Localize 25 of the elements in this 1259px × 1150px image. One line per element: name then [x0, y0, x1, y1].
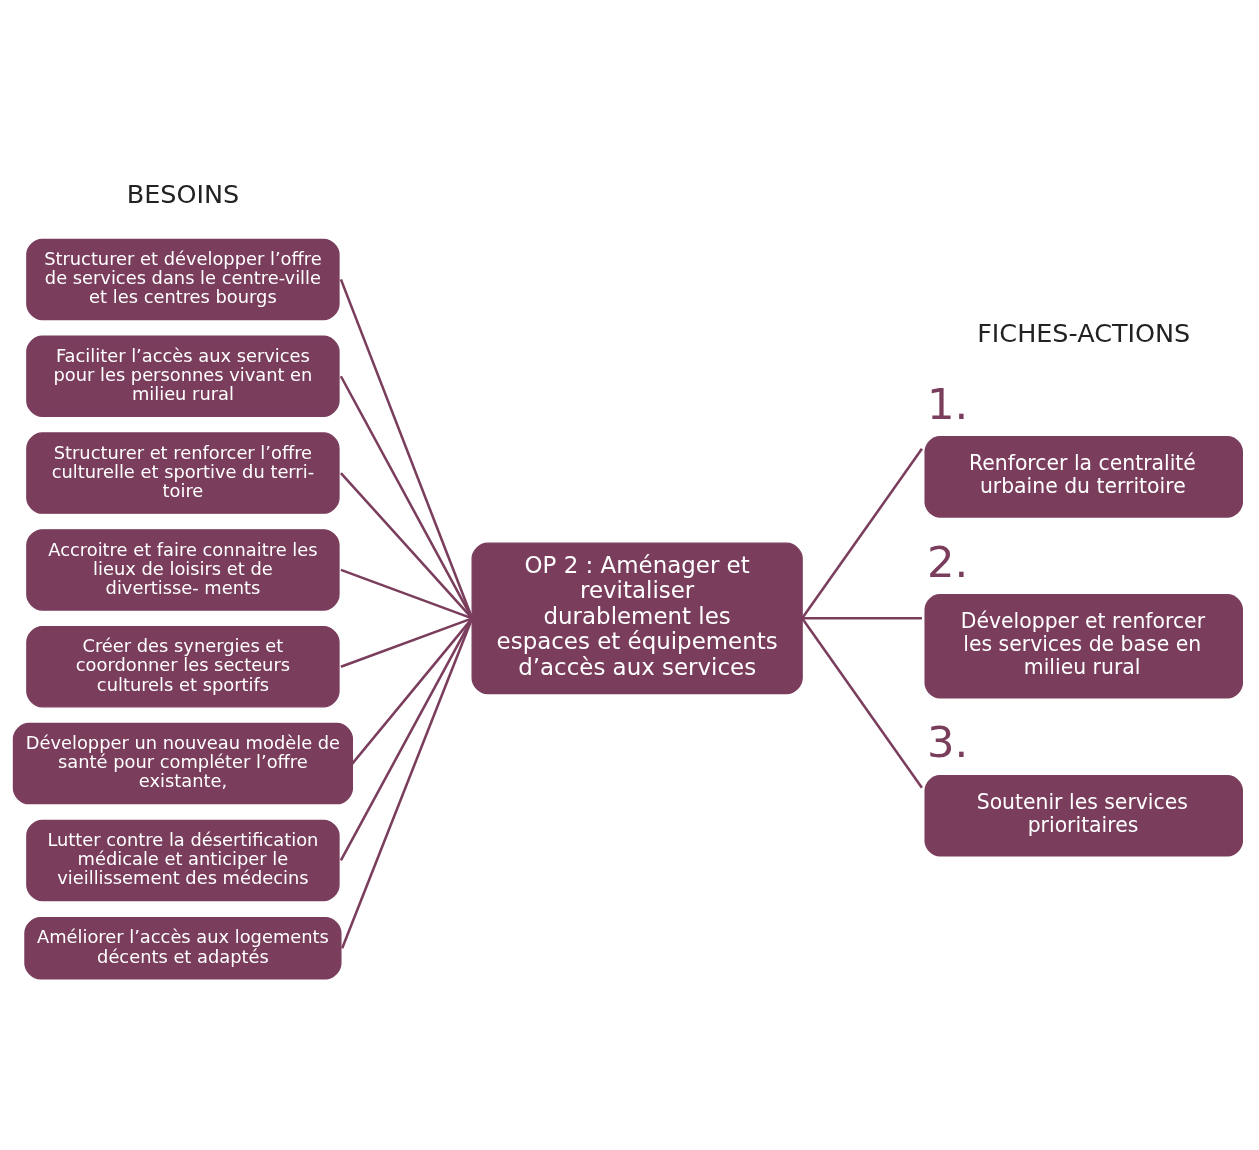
- connector: [802, 617, 922, 620]
- label: FICHES-ACTIONS: [977, 317, 1191, 348]
- node-box: Accroitre et faire connaitre les lieux de loisirs et de divertisse- ments: [26, 529, 340, 611]
- node-box: Structurer et développer l’offre de services dans le centre-ville et les centres bourgs: [26, 238, 340, 321]
- node-label: 3.: [927, 717, 969, 768]
- node-box: Améliorer l’accès aux logements décents et adaptés: [24, 917, 342, 980]
- node-box: Structurer et renforcer l’offre culturelle et sportive du terri- toire: [26, 432, 340, 514]
- node-box: Renforcer la centralité urbaine du territoire: [924, 436, 1243, 518]
- node-box: Soutenir les services prioritaires: [924, 775, 1243, 857]
- connector: [341, 617, 474, 949]
- node-box: Développer un nouveau modèle de santé pour compléter l’offre existante,: [12, 722, 353, 805]
- connector: [339, 617, 474, 861]
- label: BESOINS: [126, 178, 240, 209]
- node-box: Faciliter l’accès aux services pour les personnes vivant en milieu rural: [26, 335, 340, 417]
- connector: [340, 617, 473, 668]
- node-box: Développer et renforcer les services de base en milieu rural: [924, 594, 1243, 699]
- node-label: 1.: [927, 378, 969, 429]
- connector: [801, 617, 923, 789]
- connector: [339, 278, 474, 619]
- connector: [801, 448, 923, 620]
- connector: [340, 568, 473, 620]
- node-label: 2.: [927, 536, 969, 587]
- node-box: Lutter contre la désertification médicale et anticiper le vieillissement des médecins: [26, 819, 340, 902]
- node-box: Créer des synergies et coordonner les secteurs culturels et sportifs: [26, 625, 340, 708]
- node-box: OP 2 : Aménager et revitaliser durablement les espaces et équipements d’accès aux services: [471, 542, 803, 695]
